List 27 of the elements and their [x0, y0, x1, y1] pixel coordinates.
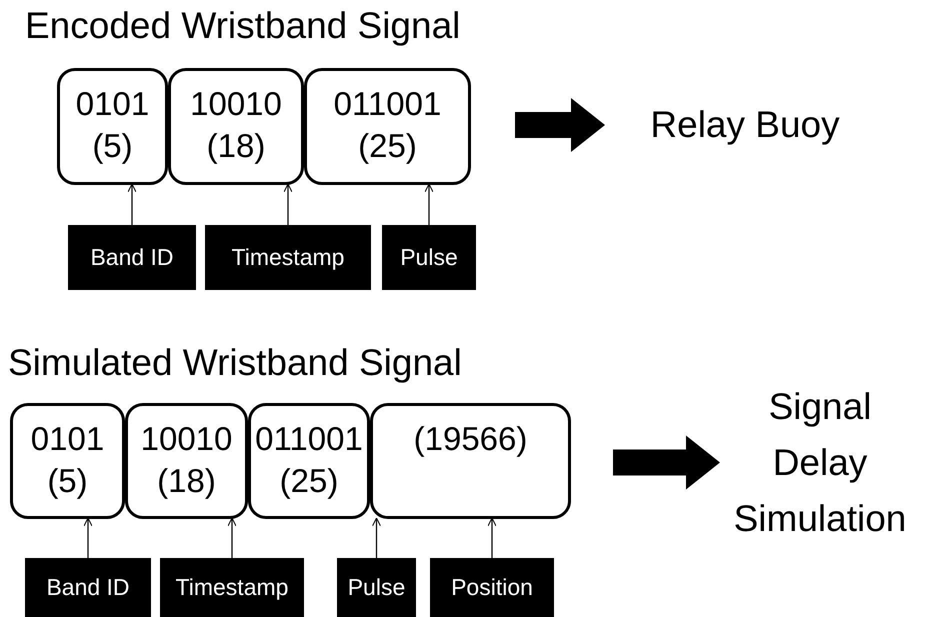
arrow	[228, 518, 236, 558]
field-label: Timestamp	[160, 558, 304, 617]
arrow	[424, 184, 434, 225]
field-label: Pulse	[337, 558, 416, 617]
field-label: Band ID	[25, 558, 151, 617]
signal-segment: 0101 (5)	[10, 403, 125, 519]
signal-heading: Encoded Wristband Signal	[25, 5, 460, 47]
arrow	[488, 518, 496, 558]
field-label: Pulse	[382, 225, 476, 290]
signal-heading: Simulated Wristband Signal	[8, 342, 462, 384]
block-arrow	[515, 98, 605, 152]
field-label: Band ID	[68, 225, 196, 290]
signal-segment: 10010 (18)	[168, 68, 304, 185]
destination-text: Relay Buoy	[605, 40, 885, 210]
signal-segment: 011001 (25)	[304, 68, 471, 185]
signal-segment: 10010 (18)	[125, 403, 248, 519]
field-label: Timestamp	[205, 225, 371, 290]
block-arrow	[613, 436, 720, 490]
signal-segment: 011001 (25)	[248, 403, 370, 519]
signal-segment: 0101 (5)	[57, 68, 168, 185]
arrow	[372, 518, 381, 558]
field-label: Position	[430, 558, 554, 617]
arrow	[284, 184, 292, 225]
arrow	[128, 184, 136, 225]
destination-text: Signal Delay Simulation	[720, 375, 920, 550]
signal-segment: (19566)	[370, 403, 571, 519]
arrow	[84, 518, 92, 558]
